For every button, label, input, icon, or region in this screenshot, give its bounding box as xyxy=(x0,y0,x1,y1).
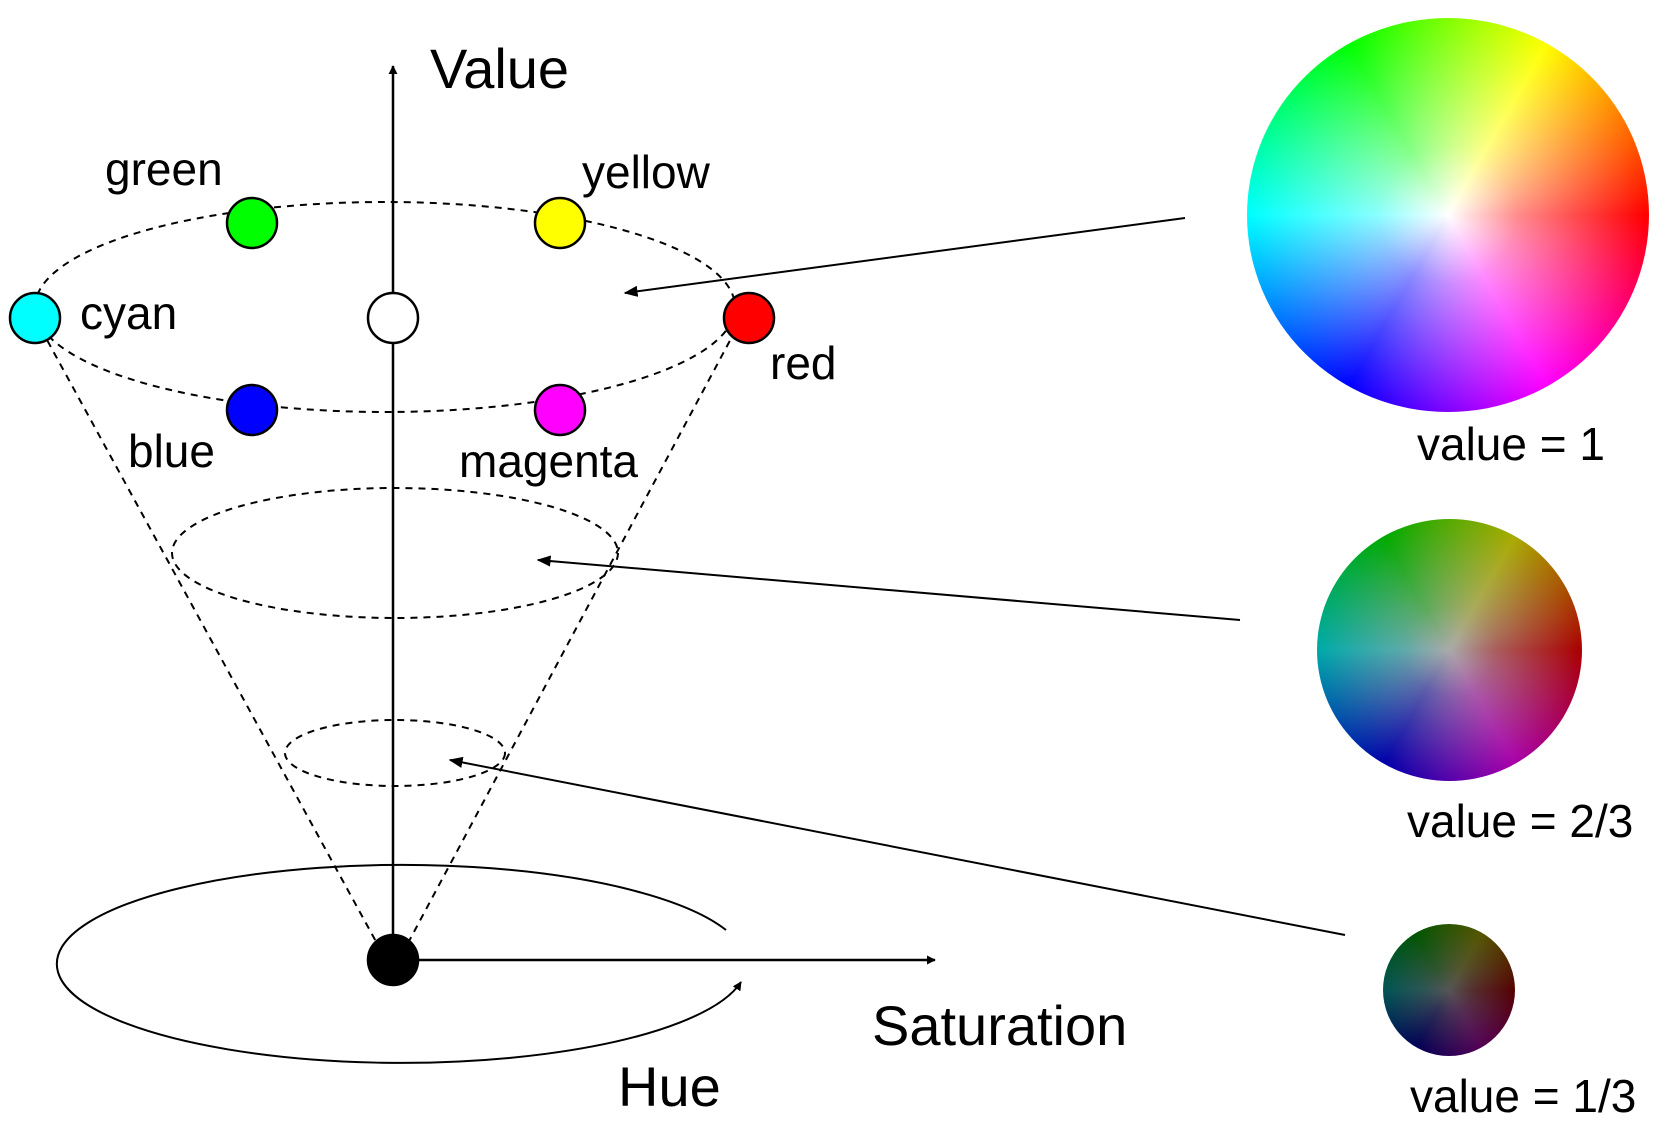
color-wheel-value-2-3 xyxy=(1317,519,1582,781)
hue-dot-cyan xyxy=(8,291,62,345)
cone-left-side xyxy=(34,317,386,959)
hue-dot-magenta xyxy=(533,383,587,437)
hue-dot-blue xyxy=(225,383,279,437)
cone-low-ellipse xyxy=(284,719,506,787)
hue-dot-red xyxy=(722,291,776,345)
saturation-axis-label: Saturation xyxy=(872,994,1127,1057)
label-cyan: cyan xyxy=(80,287,177,339)
caption-value-2-3: value = 2/3 xyxy=(1407,795,1633,847)
cone-mid-ellipse xyxy=(171,487,619,619)
cone-right-side xyxy=(399,317,743,959)
caption-value-1: value = 1 xyxy=(1417,418,1605,470)
pointer-arrow-value-1-3 xyxy=(448,756,1346,936)
label-yellow: yellow xyxy=(582,146,711,198)
caption-value-1-3: value = 1/3 xyxy=(1410,1070,1636,1122)
label-green: green xyxy=(105,143,223,195)
hue-axis-label: Hue xyxy=(618,1055,721,1118)
black-apex-dot xyxy=(366,933,420,987)
value-axis-label: Value xyxy=(430,37,569,100)
label-red: red xyxy=(770,337,836,389)
color-wheel-value-1-3 xyxy=(1383,924,1515,1056)
label-magenta: magenta xyxy=(459,435,638,487)
pointer-arrow-value-1 xyxy=(623,217,1186,297)
pointer-arrow-value-2-3 xyxy=(536,555,1241,621)
color-wheel-value-1 xyxy=(1247,18,1649,412)
label-blue: blue xyxy=(128,425,215,477)
white-center-dot xyxy=(366,291,420,345)
hue-dot-yellow xyxy=(533,196,587,250)
hue-arc xyxy=(55,863,742,1064)
hue-dot-green xyxy=(225,196,279,250)
